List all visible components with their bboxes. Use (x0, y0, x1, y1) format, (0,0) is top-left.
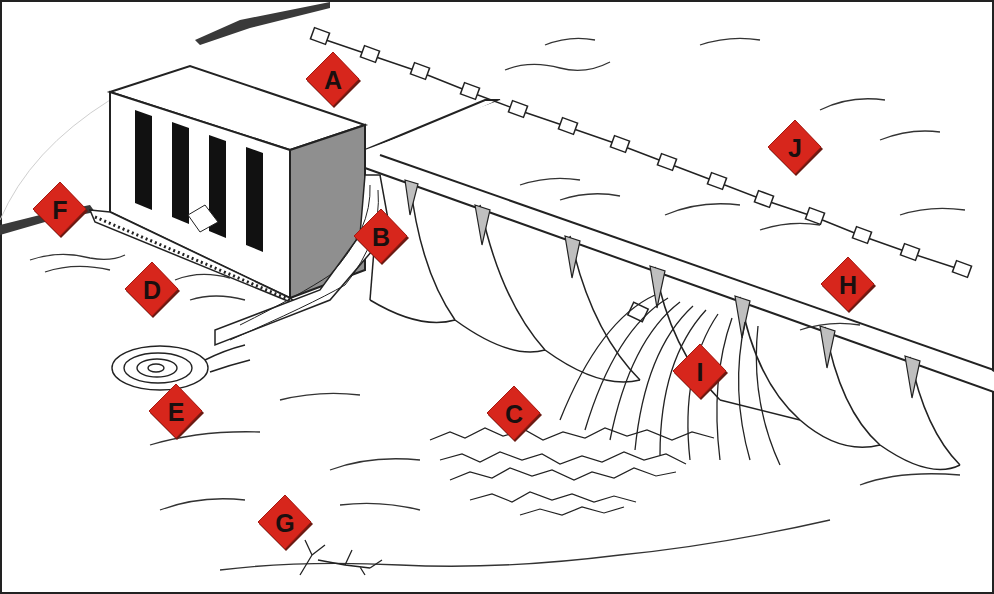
callout-diamond: I (671, 343, 729, 401)
callout-letter: F (31, 181, 89, 239)
callout-diamond: H (819, 256, 877, 314)
callout-diamond: E (147, 383, 205, 441)
callout-letter: H (819, 256, 877, 314)
callout-letter: E (147, 383, 205, 441)
callout-letter: I (671, 343, 729, 401)
callout-letter: J (766, 119, 824, 177)
callout-letter: G (256, 494, 314, 552)
callout-letter: B (352, 208, 410, 266)
callout-diamond: D (123, 261, 181, 319)
callout-diamond: F (31, 181, 89, 239)
callout-diamond: A (304, 51, 362, 109)
callout-letter: A (304, 51, 362, 109)
callout-letter: D (123, 261, 181, 319)
callout-diamond: B (352, 208, 410, 266)
callout-diamond: J (766, 119, 824, 177)
callout-diamond: C (485, 385, 543, 443)
callout-letter: C (485, 385, 543, 443)
callout-diamond: G (256, 494, 314, 552)
